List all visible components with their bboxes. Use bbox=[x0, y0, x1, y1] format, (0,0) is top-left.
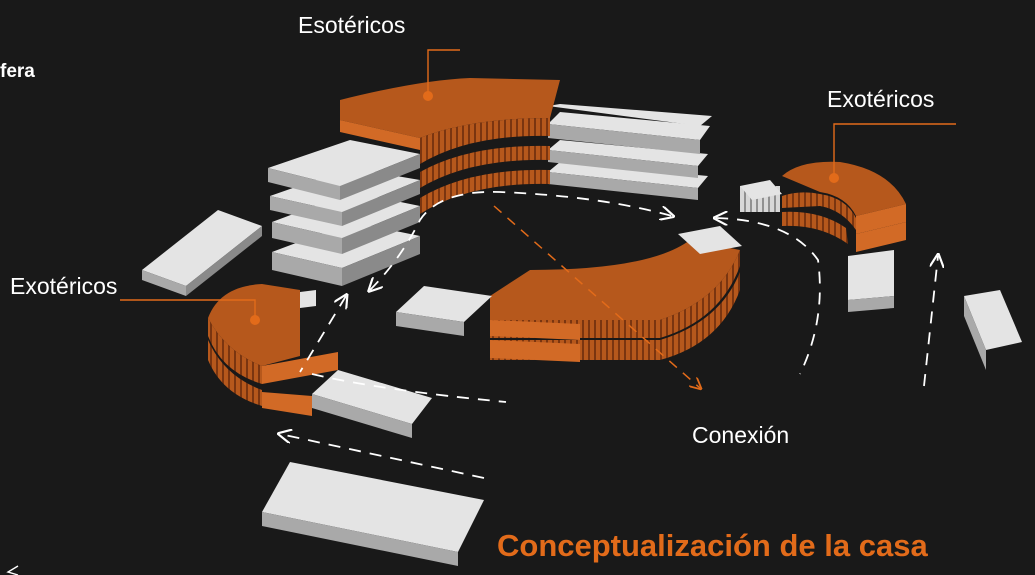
white-stack-center-left bbox=[268, 140, 420, 286]
white-stack-center-right bbox=[548, 104, 712, 200]
white-slab-left bbox=[142, 210, 262, 296]
leader-lines bbox=[120, 49, 956, 320]
orange-stack-right bbox=[740, 161, 906, 312]
orange-stack-center bbox=[396, 226, 742, 362]
circulation-arrows bbox=[280, 191, 938, 479]
label-exotericos-left: Exotéricos bbox=[10, 273, 118, 299]
orange-stack-left bbox=[208, 284, 338, 416]
white-slab-right bbox=[964, 290, 1022, 370]
label-exotericos-right: Exotéricos bbox=[827, 86, 935, 112]
connection-arrow bbox=[493, 205, 700, 388]
white-slab-bottom bbox=[262, 462, 484, 566]
corner-arrow-icon bbox=[6, 565, 19, 575]
side-text-fragment: fera bbox=[0, 61, 35, 82]
label-conexion: Conexión bbox=[692, 422, 790, 448]
white-slab-lower bbox=[312, 370, 432, 438]
orange-stack-top bbox=[340, 78, 560, 214]
label-esotericos: Esotéricos bbox=[298, 12, 406, 38]
page-title: Conceptualización de la casa bbox=[497, 528, 928, 563]
leader-dots bbox=[250, 91, 839, 325]
